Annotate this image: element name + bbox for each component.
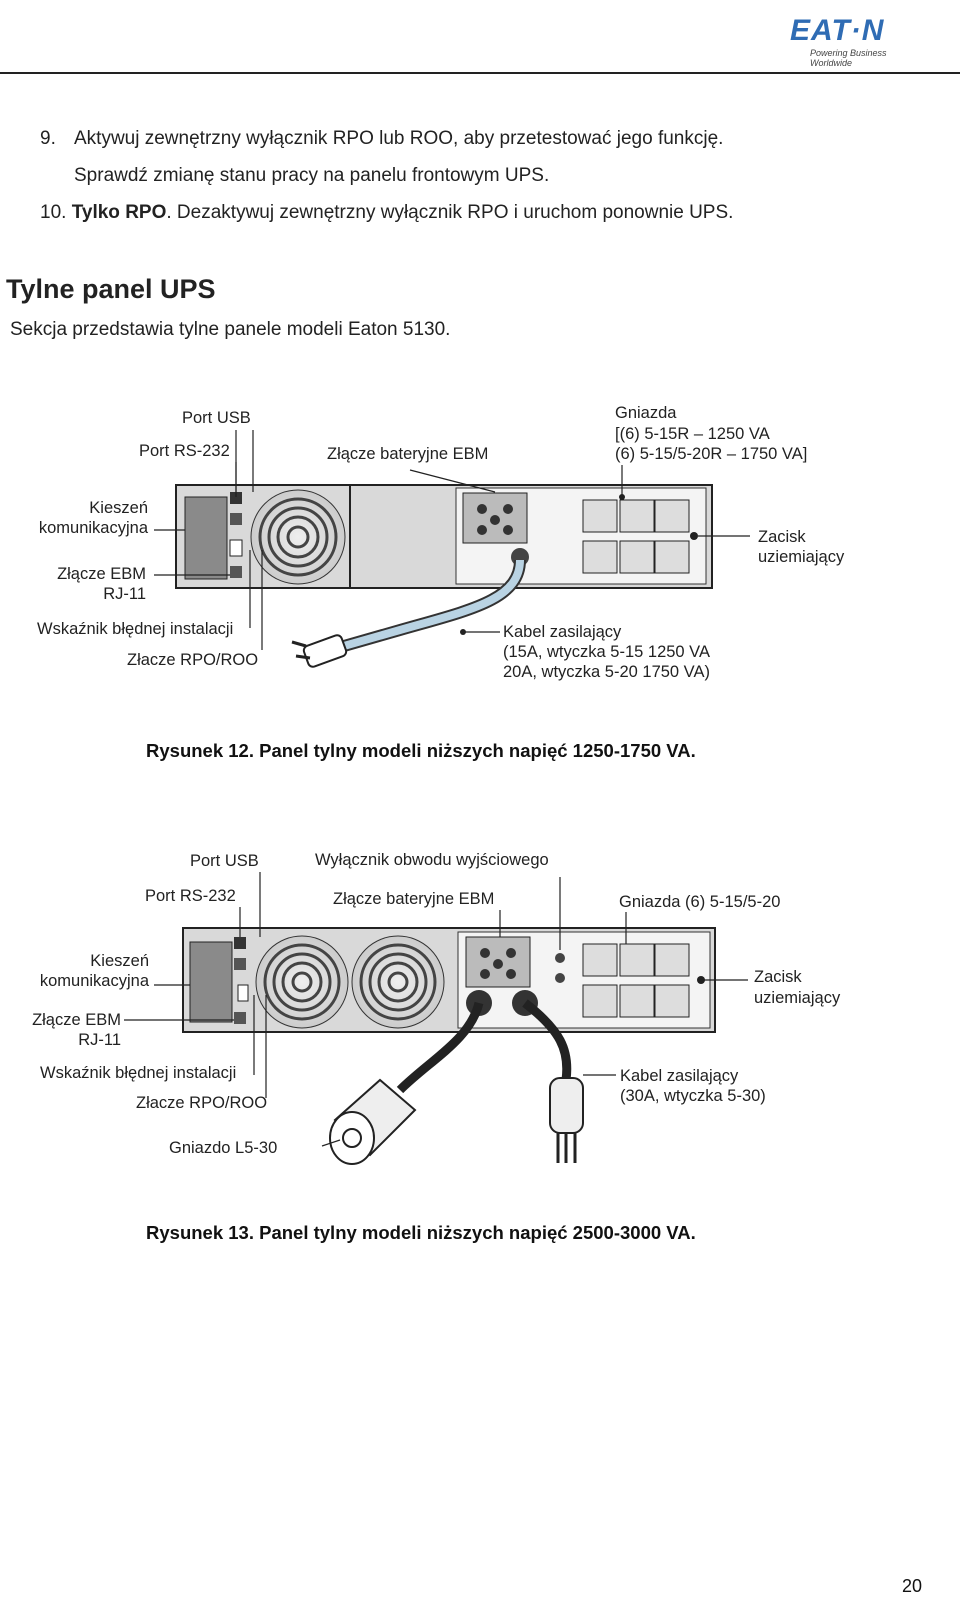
fig13-port-usb: Port USB [190, 852, 259, 870]
fig13-ground-1: Zacisk [754, 968, 802, 986]
eaton-logo: EAT·N Powering Business Worldwide [790, 14, 930, 68]
step9-line2: Sprawdź zmianę stanu pracy na panelu fro… [74, 165, 550, 186]
figure12-diagram [154, 430, 750, 668]
530-plug-shape [549, 1077, 584, 1163]
cord-530 [522, 999, 572, 1081]
fig12-ebm-rj11-1: Złącze EBM [57, 565, 146, 583]
section-intro: Sekcja przedstawia tylne panele modeli E… [10, 319, 451, 340]
figure13-diagram [124, 872, 748, 1165]
fig12-outlets-2: [(6) 5-15R – 1250 VA [615, 425, 770, 443]
fan-icon [250, 489, 346, 585]
fig12-port-usb: Port USB [182, 409, 251, 427]
comm-bay [184, 496, 228, 580]
fig12-ground-2: uziemiający [758, 548, 845, 566]
ebm-connector-shape [462, 492, 528, 544]
usb-port-shape [230, 492, 242, 504]
fig12-comm-bay-2: komunikacyjna [38, 519, 148, 537]
fig13-wiring-fault: Wskaźnik błędnej instalacji [40, 1064, 237, 1082]
header-rule [0, 72, 960, 74]
step10-bold: Tylko RPO [71, 202, 167, 223]
cord-l530 [396, 1001, 484, 1094]
outlets-shape [582, 499, 690, 574]
fig13-breaker: Wyłącznik obwodu wyjściowego [315, 851, 549, 869]
rs232-port-shape [230, 513, 242, 525]
fan-icon-2 [351, 935, 445, 1029]
fig12-ground-1: Zacisk [758, 528, 806, 546]
logo-tagline: Powering Business Worldwide [810, 48, 887, 68]
comm-bay-2 [189, 941, 233, 1023]
page-number: 20 [902, 1576, 923, 1596]
outlets-shape-2 [582, 943, 690, 1018]
step10-rest: . Dezaktywuj zewnętrzny wyłącznik RPO i … [166, 202, 734, 223]
figure13-caption: Rysunek 13. Panel tylny modeli niższych … [146, 1222, 696, 1243]
fig12-outlets-3: (6) 5-15/5-20R – 1750 VA] [615, 445, 808, 463]
fig13-ground-2: uziemiający [754, 989, 841, 1007]
fig13-ebm-rj11-2: RJ-11 [78, 1031, 121, 1049]
fig13-comm-bay-1: Kieszeń [90, 952, 149, 970]
fig13-ebm-rj11-1: Złącze EBM [32, 1011, 121, 1029]
step10-number: 10. [40, 202, 67, 223]
fig13-cord-1: Kabel zasilający [620, 1067, 739, 1085]
ebm-connector-shape-2 [465, 936, 531, 988]
fig12-cord-3: 20A, wtyczka 5-20 1750 VA) [503, 663, 710, 681]
fig13-outlets: Gniazda (6) 5-15/5-20 [619, 893, 781, 911]
plug-shape [291, 634, 348, 668]
section-title: Tylne panel UPS [6, 274, 216, 304]
rpo-port-shape [230, 566, 242, 578]
fig13-l530: Gniazdo L5-30 [169, 1139, 278, 1157]
fig12-port-rs232: Port RS-232 [139, 442, 230, 460]
fig13-comm-bay-2: komunikacyjna [39, 972, 149, 990]
rj11-port-shape [229, 539, 243, 557]
fig12-wiring-fault: Wskaźnik błędnej instalacji [37, 620, 234, 638]
fig12-rpo-roo: Złacze RPO/ROO [127, 651, 259, 669]
fan-icon-1 [255, 935, 349, 1029]
figure12-caption: Rysunek 12. Panel tylny modeli niższych … [146, 740, 696, 761]
step9-number: 9. [40, 128, 56, 149]
fig12-ebm-rj11-2: RJ-11 [103, 585, 146, 603]
fig12-cord-2: (15A, wtyczka 5-15 1250 VA [503, 643, 710, 661]
fig13-rpo-roo: Złacze RPO/ROO [136, 1094, 268, 1112]
fig12-outlets-1: Gniazda [615, 404, 677, 422]
l530-connector-shape [329, 1078, 417, 1165]
fig13-cord-2: (30A, wtyczka 5-30) [620, 1087, 766, 1105]
fig12-ebm-connector: Złącze bateryjne EBM [327, 445, 489, 463]
fig12-comm-bay-1: Kieszeń [89, 499, 148, 517]
fig12-cord-1: Kabel zasilający [503, 623, 622, 641]
logo-wordmark: EAT·N [790, 14, 885, 47]
fig13-port-rs232: Port RS-232 [145, 887, 236, 905]
fig13-ebm-connector: Złącze bateryjne EBM [333, 890, 495, 908]
step10: 10. Tylko RPO. Dezaktywuj zewnętrzny wył… [40, 202, 733, 224]
step9-line1: Aktywuj zewnętrzny wyłącznik RPO lub ROO… [74, 128, 724, 149]
